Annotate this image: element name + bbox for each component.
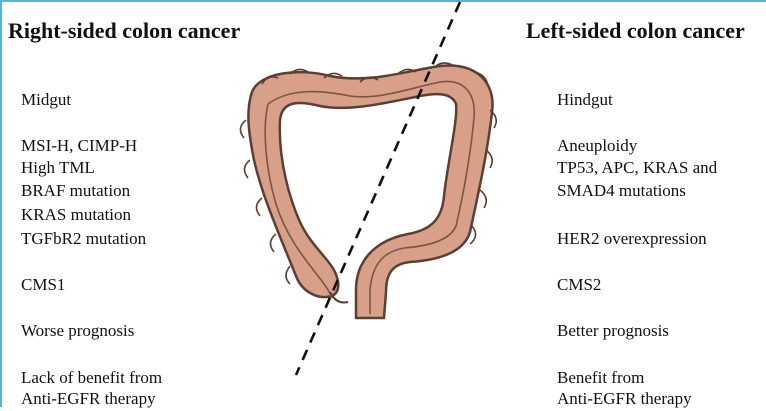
colon-outer-wall <box>248 66 492 318</box>
colon-shape <box>240 63 496 318</box>
